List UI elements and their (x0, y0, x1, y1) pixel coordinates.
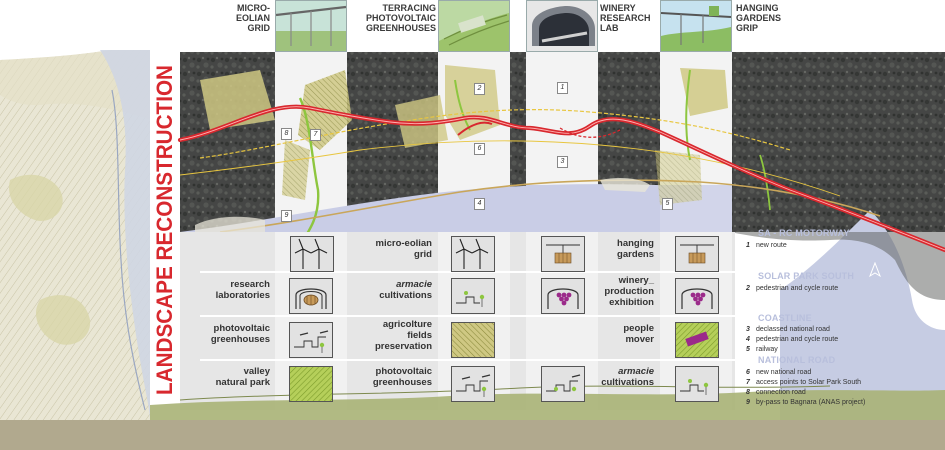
map-marker-5: 5 (662, 198, 673, 210)
thumbnail-terraces (438, 0, 510, 52)
header-winery-research-lab: WINERY RESEARCH LAB (600, 3, 651, 33)
hanging-garden-icon-2 (675, 236, 719, 272)
greenhouse-icon-2 (451, 366, 495, 402)
field-hatch-icon (451, 322, 495, 358)
header-hanging-gardens-grip: HANGING GARDENS GRIP (736, 3, 782, 33)
label-micro-eolian-grid: micro-eolian grid (375, 238, 433, 260)
wind-turbine-icon (451, 236, 495, 272)
thumbnail-bridge (275, 0, 347, 52)
map-marker-1: 1 (557, 82, 568, 94)
grapes-icon-2 (675, 278, 719, 314)
north-arrow-icon (869, 262, 881, 278)
greenhouse-icon (289, 322, 333, 358)
thumbnail-tunnel (526, 0, 598, 52)
label-research-laboratories: research laboratories (215, 279, 270, 301)
cultivation-greenhouse-icon (451, 278, 495, 314)
cultivation-greenhouse-icon-2 (541, 366, 585, 402)
people-mover-icon (675, 322, 719, 358)
thumbnail-viaduct (660, 0, 732, 52)
legend-heading-national-road: NATIONAL ROAD (758, 355, 836, 365)
map-marker-3: 3 (557, 156, 568, 168)
map-marker-8: 8 (281, 128, 292, 140)
label-valley-natural-park: valley natural park (215, 366, 270, 388)
header-micro-eolian-grid: MICRO-EOLIAN GRID (235, 3, 270, 33)
map-marker-9: 9 (281, 210, 292, 222)
map-marker-6: 6 (474, 143, 485, 155)
legend-heading-coastline: COASTLINE (758, 313, 812, 323)
legend-heading-solar-park: SOLAR PARK SOUTH (758, 271, 855, 281)
grapes-icon (541, 278, 585, 314)
legend-heading-motorway: SA - RC MOTORWAY (758, 228, 850, 238)
label-hanging-gardens: hanging gardens (617, 238, 654, 260)
header-terracing-greenhouses: TERRACING PHOTOVOLTAIC GREENHOUSES (365, 3, 436, 33)
map-marker-7: 7 (310, 129, 321, 141)
map-marker-2: 2 (474, 83, 485, 95)
hanging-garden-icon (541, 236, 585, 272)
park-hatch-icon (289, 366, 333, 402)
label-people-mover: people mover (623, 323, 654, 345)
barrel-icon (289, 278, 333, 314)
cultivation-greenhouse-icon-3 (675, 366, 719, 402)
wind-turbine-icon-2 (290, 236, 334, 272)
page-title: LANDSCAPE RECONSTRUCTION (152, 65, 177, 395)
map-marker-4: 4 (474, 198, 485, 210)
label-agricolture-fields-preservation: agricolture fields preservation (374, 319, 432, 352)
page-title-text: LANDSCAPE RECONSTRUCTION (152, 65, 177, 395)
label-photovoltaic-greenhouses-2: photovoltaic greenhouses (372, 366, 432, 388)
label-photovoltaic-greenhouses-1: photovoltaic greenhouses (210, 323, 270, 345)
label-winery-production-exhibition: winery_ production exhibition (604, 275, 654, 308)
